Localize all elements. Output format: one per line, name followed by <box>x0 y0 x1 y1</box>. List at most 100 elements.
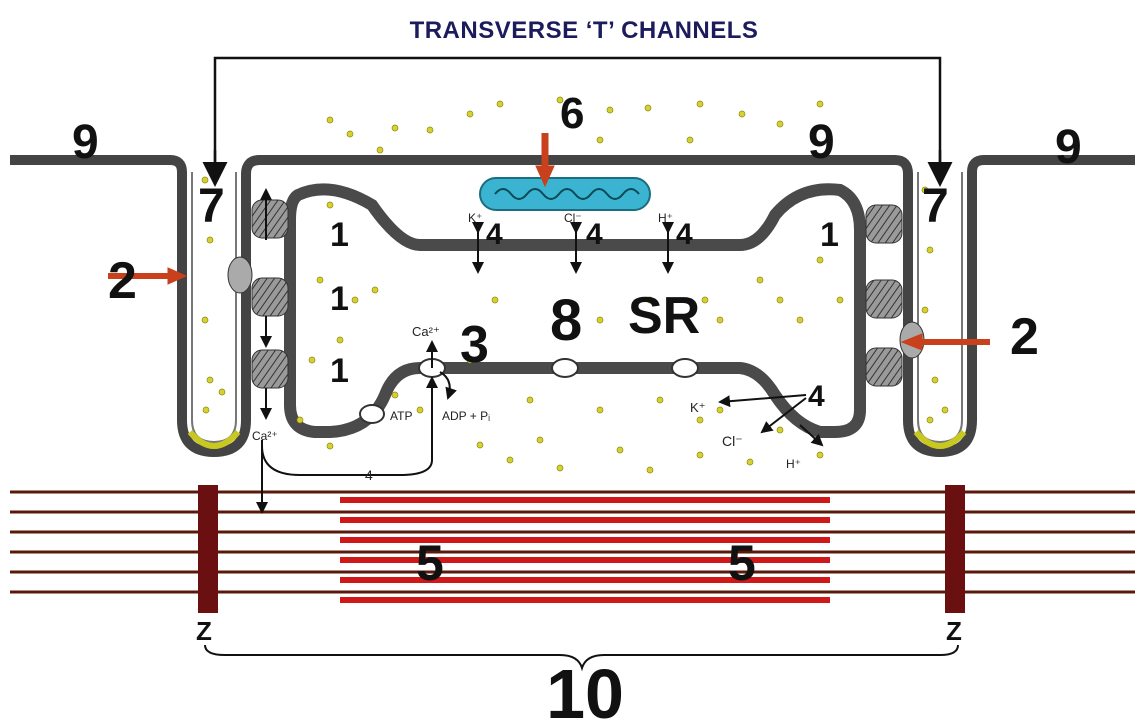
label-1-a: 1 <box>330 216 349 254</box>
t-tubule-right-inner <box>917 172 963 444</box>
ion-dot <box>616 446 624 454</box>
label-3: 3 <box>460 316 489 374</box>
ion-dot <box>476 441 484 449</box>
ion-dot <box>316 276 324 284</box>
label-sr: SR <box>628 287 700 345</box>
ion-dot <box>326 116 334 124</box>
label-7-right: 7 <box>922 180 949 233</box>
z-line-left <box>198 485 218 613</box>
ion-adp: ADP + Pᵢ <box>442 409 490 423</box>
ion-dot <box>746 458 754 466</box>
ion-cl-top: Cl⁻ <box>564 211 582 225</box>
ion-h-right: H⁺ <box>786 457 801 471</box>
ion-dot <box>526 396 534 404</box>
label-1-b: 1 <box>330 280 349 318</box>
ion-dot <box>656 396 664 404</box>
receptors-left <box>227 199 289 389</box>
ion-dot <box>921 306 929 314</box>
ion-dot <box>391 391 399 399</box>
z-line-right <box>945 485 965 613</box>
label-4-d: 4 <box>808 380 825 413</box>
ion-dot <box>921 186 929 194</box>
ion-dot <box>776 426 784 434</box>
ion-dot <box>466 110 474 118</box>
ion-dot <box>376 146 384 154</box>
label-2-right: 2 <box>1010 308 1039 366</box>
ion-dot <box>556 464 564 472</box>
ion-dot <box>776 296 784 304</box>
ion-atp: ATP <box>390 409 412 423</box>
t-tubule-right-base <box>913 429 967 449</box>
ion-ca-top: Ca²⁺ <box>412 324 440 339</box>
ion-dot <box>491 296 499 304</box>
label-5-right: 5 <box>728 535 756 591</box>
ion-k-right: K⁺ <box>690 400 706 415</box>
ion-dot <box>941 406 949 414</box>
label-8: 8 <box>550 288 582 353</box>
ion-dot <box>346 130 354 138</box>
red-arrows <box>108 133 990 351</box>
label-1-d: 1 <box>820 216 839 254</box>
ion-dot <box>696 416 704 424</box>
mitochondrion <box>479 177 651 211</box>
label-9-center: 9 <box>808 116 835 169</box>
t-tubule-left-inner <box>191 172 237 444</box>
ion-dot <box>686 136 694 144</box>
ion-dot <box>738 110 746 118</box>
ion-dot <box>296 416 304 424</box>
ion-dot <box>836 296 844 304</box>
label-4-a: 4 <box>486 218 503 251</box>
ion-dot <box>556 96 564 104</box>
label-7-left: 7 <box>198 180 225 233</box>
ion-dot <box>496 100 504 108</box>
ion-dot <box>596 406 604 414</box>
ion-dot <box>701 296 709 304</box>
label-1-c: 1 <box>330 352 349 390</box>
ion-dot <box>536 436 544 444</box>
ion-dot <box>926 416 934 424</box>
ion-dot <box>756 276 764 284</box>
label-9-left: 9 <box>72 116 99 169</box>
label-6: 6 <box>560 89 584 138</box>
ion-dot <box>202 406 210 414</box>
label-4-b: 4 <box>586 218 603 251</box>
ion-dot <box>796 316 804 324</box>
ion-dot <box>336 336 344 344</box>
ion-dot <box>371 286 379 294</box>
sarcoplasmic-reticulum <box>284 183 866 438</box>
ion-dot <box>646 296 654 304</box>
ion-dot <box>644 104 652 112</box>
ion-dot <box>716 316 724 324</box>
ion-dot <box>206 376 214 384</box>
ion-dot <box>816 100 824 108</box>
diagram-title: TRANSVERSE ‘T’ CHANNELS <box>410 17 759 44</box>
ion-dot <box>201 316 209 324</box>
label-4-small: 4 <box>365 467 373 483</box>
label-5-left: 5 <box>416 535 444 591</box>
myofibril-band <box>10 485 1135 613</box>
t-channel-bracket <box>213 56 942 180</box>
ion-dot <box>466 356 474 364</box>
sarcomere-brace <box>204 644 959 672</box>
ion-dot <box>696 451 704 459</box>
ion-cl-right: Cl⁻ <box>722 433 743 449</box>
ion-k-top: K⁺ <box>468 211 482 225</box>
label-9-right: 9 <box>1055 121 1082 174</box>
ion-dot <box>326 442 334 450</box>
ion-dot <box>506 456 514 464</box>
label-10: 10 <box>546 655 624 728</box>
receptors-right <box>865 204 925 387</box>
ion-dot <box>816 451 824 459</box>
ion-dot <box>776 120 784 128</box>
ion-dot <box>606 106 614 114</box>
ion-dot <box>326 201 334 209</box>
ion-dot <box>218 388 226 396</box>
ion-dot <box>351 296 359 304</box>
ion-dot <box>646 466 654 474</box>
t-tubule-left-base <box>187 429 241 449</box>
ion-dot <box>926 246 934 254</box>
sarcolemma <box>10 155 1135 458</box>
ion-dot <box>596 316 604 324</box>
ion-dot <box>206 236 214 244</box>
